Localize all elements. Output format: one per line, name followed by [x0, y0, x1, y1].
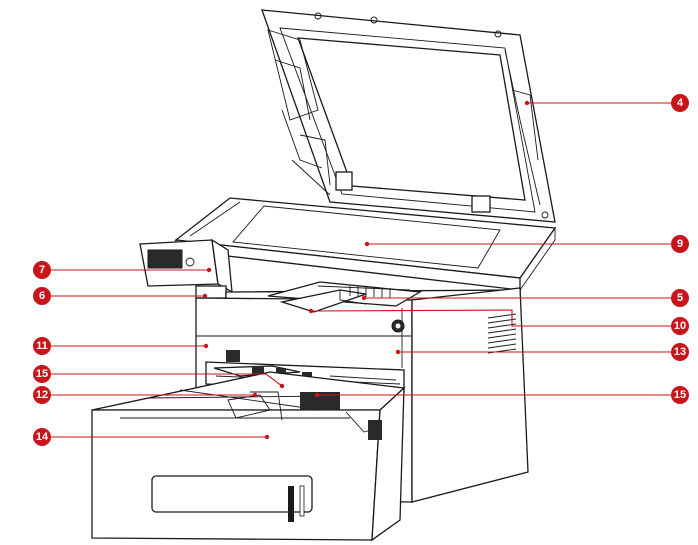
callout-label: 6: [39, 290, 45, 302]
callout-lines: [51, 100, 671, 440]
callout-label: 11: [36, 340, 48, 352]
callout-label: 10: [674, 320, 686, 332]
callout-c12: 12: [33, 386, 51, 404]
callout-label: 9: [677, 238, 683, 250]
callout-label: 5: [677, 292, 683, 304]
control-panel: [139, 238, 233, 299]
output-tray: [267, 281, 423, 313]
printer-illustration: [91, 9, 557, 542]
document-cover: [261, 9, 556, 223]
callout-label: 13: [674, 346, 686, 358]
callout-c13: 13: [671, 343, 689, 361]
callout-label: 15: [36, 368, 48, 380]
callout-label: 15: [674, 389, 686, 401]
callout-c4: 4: [671, 94, 689, 112]
callout-c15b: 15: [671, 386, 689, 404]
paper-cassette: [91, 371, 406, 542]
callout-label: 12: [36, 389, 48, 401]
callout-label: 4: [677, 97, 684, 109]
callout-c11: 11: [33, 337, 51, 355]
callout-c7: 7: [33, 261, 51, 279]
callout-c9: 9: [671, 235, 689, 253]
callout-label: 14: [36, 431, 49, 443]
callout-c10: 10: [671, 317, 689, 335]
callout-c14: 14: [33, 428, 51, 446]
scanner-glass: [174, 197, 557, 291]
callout-c5: 5: [671, 289, 689, 307]
callout-c15a: 15: [33, 365, 51, 383]
callout-label: 7: [39, 264, 45, 276]
callout-c6: 6: [33, 287, 51, 305]
